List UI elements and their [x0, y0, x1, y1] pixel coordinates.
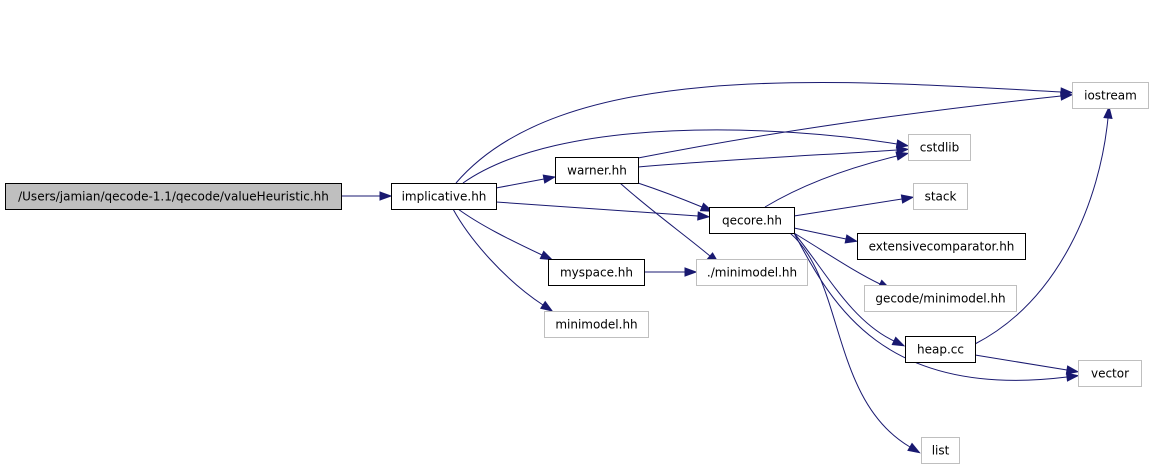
node-myspace[interactable]: myspace.hh — [548, 259, 645, 286]
node-label: ./minimodel.hh — [707, 266, 797, 280]
node-label: iostream — [1084, 89, 1137, 103]
node-label: /Users/jamian/qecode-1.1/qecode/valueHeu… — [18, 190, 329, 204]
edge-qecore-to-vector — [793, 232, 1080, 382]
edge-qecore-to-cstdlib — [764, 151, 910, 208]
node-cstdlib: cstdlib — [908, 134, 971, 161]
edge-implicative-to-myspace — [457, 208, 554, 261]
node-label: minimodel.hh — [555, 318, 637, 332]
node-label: list — [932, 444, 950, 458]
node-box — [696, 259, 808, 286]
node-iostream: iostream — [1072, 82, 1149, 109]
node-box — [709, 207, 795, 234]
nodes-layer: /Users/jamian/qecode-1.1/qecode/valueHeu… — [5, 82, 1149, 464]
node-box — [555, 157, 639, 184]
node-label: heap.cc — [917, 343, 964, 357]
node-box — [908, 134, 971, 161]
node-label: qecore.hh — [722, 214, 782, 228]
node-box — [1078, 360, 1142, 387]
node-implicative[interactable]: implicative.hh — [391, 183, 497, 210]
edge-qecore-to-extensivecomparator — [793, 227, 859, 244]
node-qecore[interactable]: qecore.hh — [709, 207, 795, 234]
node-label: extensivecomparator.hh — [869, 240, 1015, 254]
node-box — [548, 259, 645, 286]
node-box — [391, 183, 497, 210]
node-valueHeuristic[interactable]: /Users/jamian/qecode-1.1/qecode/valueHeu… — [5, 183, 342, 210]
node-box — [1072, 82, 1149, 109]
edge-implicative-to-cstdlib — [462, 129, 910, 184]
node-label: warner.hh — [567, 164, 627, 178]
node-vector: vector — [1078, 360, 1142, 387]
node-label: gecode/minimodel.hh — [875, 292, 1005, 306]
edge-qecore-to-list — [789, 232, 921, 454]
edge-implicative-to-iostream — [455, 82, 1074, 184]
edge-qecore-to-stack — [793, 194, 915, 217]
node-box — [905, 336, 976, 363]
node-minimodel-local: ./minimodel.hh — [696, 259, 808, 286]
edge-warner-to-minimodel_local — [619, 182, 720, 265]
node-label: cstdlib — [920, 141, 959, 155]
node-label: vector — [1091, 367, 1129, 381]
edge-heap-to-vector — [974, 354, 1080, 375]
node-label: stack — [925, 190, 957, 204]
edge-implicative-to-qecore — [495, 201, 711, 221]
node-minimodel: minimodel.hh — [544, 311, 649, 338]
node-box — [921, 437, 960, 464]
edge-qecore-to-heap — [793, 232, 906, 347]
node-stack: stack — [913, 183, 968, 210]
node-extensivecomparator[interactable]: extensivecomparator.hh — [857, 233, 1026, 260]
node-warner[interactable]: warner.hh — [555, 157, 639, 184]
edge-myspace-to-minimodel_local — [644, 267, 698, 277]
node-box — [864, 285, 1017, 312]
edge-valueHeuristic-to-implicative — [341, 191, 393, 201]
edge-implicative-to-minimodel — [452, 208, 554, 312]
edges-layer — [341, 82, 1113, 454]
node-label: implicative.hh — [402, 190, 487, 204]
edge-warner-to-iostream — [637, 91, 1074, 159]
node-box — [5, 183, 342, 210]
node-box — [544, 311, 649, 338]
node-list: list — [921, 437, 960, 464]
edge-warner-to-cstdlib — [637, 145, 910, 168]
node-box — [913, 183, 968, 210]
edge-implicative-to-warner — [495, 174, 557, 189]
node-gecode-minimodel: gecode/minimodel.hh — [864, 285, 1017, 312]
node-heap[interactable]: heap.cc — [905, 336, 976, 363]
node-box — [857, 233, 1026, 260]
node-label: myspace.hh — [560, 266, 633, 280]
edge-heap-to-iostream — [974, 105, 1113, 345]
